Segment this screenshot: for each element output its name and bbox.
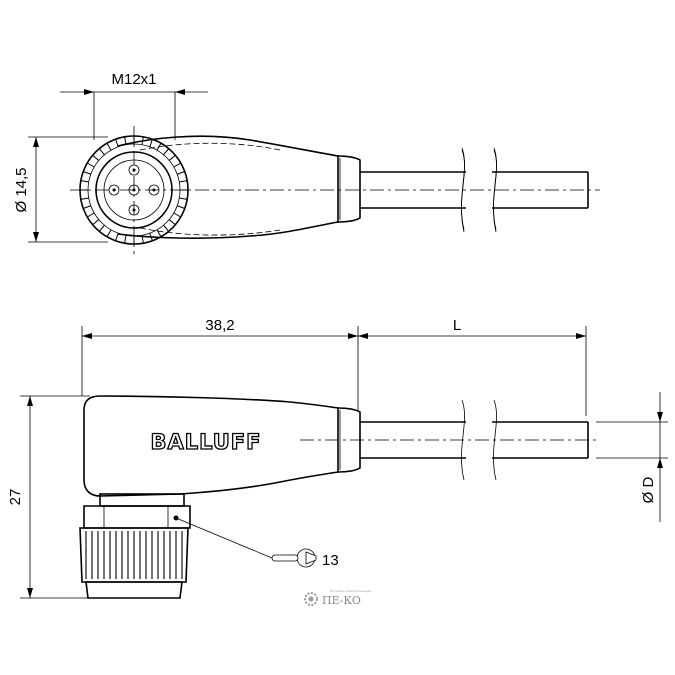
knurl-tooth <box>124 136 127 145</box>
knurl-tooth <box>83 205 91 209</box>
knurl-tooth <box>179 197 188 200</box>
side-view: 38,2 L 27 BALLUFF Ø D <box>7 317 668 599</box>
knurl-tooth <box>92 154 100 161</box>
knurl-tooth <box>168 219 176 226</box>
brand-logo: BALLUFF <box>150 430 261 454</box>
knurl-tooth <box>173 162 182 168</box>
knurl-tooth <box>163 148 170 156</box>
knurl-tooth <box>141 235 144 244</box>
knurl-tooth <box>173 212 182 218</box>
knurl-tooth <box>98 224 105 232</box>
head-diameter-label: Ø 14,5 <box>13 167 30 212</box>
watermark: ПЕ-КО Поставка электротехники <box>304 589 371 607</box>
knurl-tooth <box>92 219 100 226</box>
knurl-tooth <box>168 154 176 161</box>
knurl-tooth <box>115 139 119 147</box>
knurl-tooth <box>86 162 95 168</box>
knurl-tooth <box>149 139 153 147</box>
gear-icon <box>304 592 318 606</box>
knurl-tooth <box>98 148 105 156</box>
watermark-subtext: Поставка электротехники <box>330 589 371 593</box>
open-end-wrench-icon <box>271 548 317 568</box>
knurl-tooth <box>149 233 153 241</box>
top-view: M12x1 Ø 14,5 <box>13 71 600 254</box>
wrench-size-label: 13 <box>322 552 339 569</box>
knurl-tooth <box>141 136 144 145</box>
head-length-label: 38,2 <box>205 317 234 334</box>
knurl-tooth <box>177 171 185 175</box>
knurl-tooth <box>179 180 188 183</box>
knurl-tooth <box>106 142 112 151</box>
knurl-tooth <box>156 142 162 151</box>
coupling-knurl <box>85 531 183 579</box>
knurl-tooth <box>83 171 91 175</box>
knurl-tooth <box>106 229 112 238</box>
knurl-tooth <box>177 205 185 209</box>
knurl-tooth <box>156 229 162 238</box>
knurl-teeth <box>80 136 188 244</box>
knurl-tooth <box>80 180 89 183</box>
height-label: 27 <box>7 489 24 506</box>
knurl-tooth <box>163 224 170 232</box>
knurl-tooth <box>86 212 95 218</box>
knurl-tooth <box>80 197 89 200</box>
watermark-text: ПЕ-КО <box>322 594 361 607</box>
knurl-tooth <box>115 233 119 241</box>
knurl-tooth <box>124 235 127 244</box>
cable-length-label: L <box>453 317 461 334</box>
cable-diameter-label: Ø D <box>640 477 657 504</box>
thread-label: M12x1 <box>111 71 156 88</box>
